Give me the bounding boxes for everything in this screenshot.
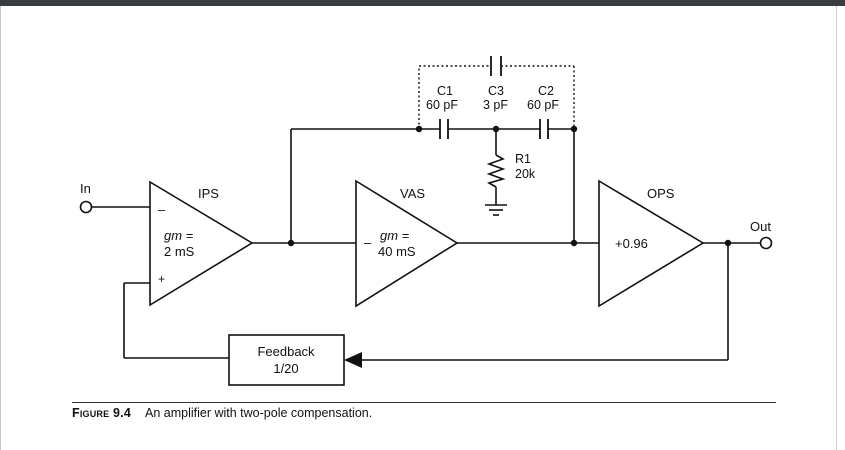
ips-plus-sign: + [158, 272, 165, 286]
vas-gm-value: 40 mS [378, 244, 416, 259]
junction-dots [287, 125, 732, 247]
ops-gain-label: +0.96 [615, 236, 648, 251]
figure-caption: Figure 9.4 An amplifier with two-pole com… [72, 406, 372, 420]
right-border [836, 6, 837, 450]
vas-minus-sign: – [364, 235, 372, 250]
input-label: In [80, 181, 91, 196]
capacitor-c3 [490, 56, 502, 76]
output-label: Out [750, 219, 771, 234]
r1-name-label: R1 [515, 152, 531, 166]
capacitor-c1 [439, 119, 449, 139]
feedback-arrow-icon [344, 352, 362, 368]
c3-value-label: 3 pF [483, 98, 508, 112]
output-terminal [759, 236, 773, 250]
ips-label: IPS [198, 186, 219, 201]
resistor-r1 [486, 154, 506, 188]
c3-name-label: C3 [488, 84, 504, 98]
figure-caption-text: An amplifier with two-pole compensation. [145, 406, 373, 420]
capacitor-c2 [539, 119, 549, 139]
c1-value-label: 60 pF [426, 98, 458, 112]
ips-minus-sign: – [158, 202, 166, 217]
r1-value-label: 20k [515, 167, 536, 181]
ground-icon [485, 204, 507, 216]
top-bar [0, 0, 845, 6]
ops-amplifier [598, 179, 705, 308]
ips-amplifier [149, 180, 254, 307]
vas-label: VAS [400, 186, 425, 201]
c3-dotted-path [418, 65, 575, 129]
vas-gm-label: gm = [380, 228, 410, 243]
c2-name-label: C2 [538, 84, 554, 98]
figure-number: Figure 9.4 [72, 406, 131, 420]
caption-rule [72, 402, 776, 403]
ips-gm-value: 2 mS [164, 244, 195, 259]
feedback-label: Feedback [257, 344, 315, 359]
feedback-block [228, 334, 345, 386]
input-terminal [79, 200, 93, 214]
c1-name-label: C1 [437, 84, 453, 98]
feedback-ratio: 1/20 [273, 361, 298, 376]
c2-value-label: 60 pF [527, 98, 559, 112]
ops-label: OPS [647, 186, 675, 201]
left-border [0, 6, 1, 450]
vas-amplifier [355, 179, 459, 308]
ips-gm-label: gm = [164, 228, 194, 243]
